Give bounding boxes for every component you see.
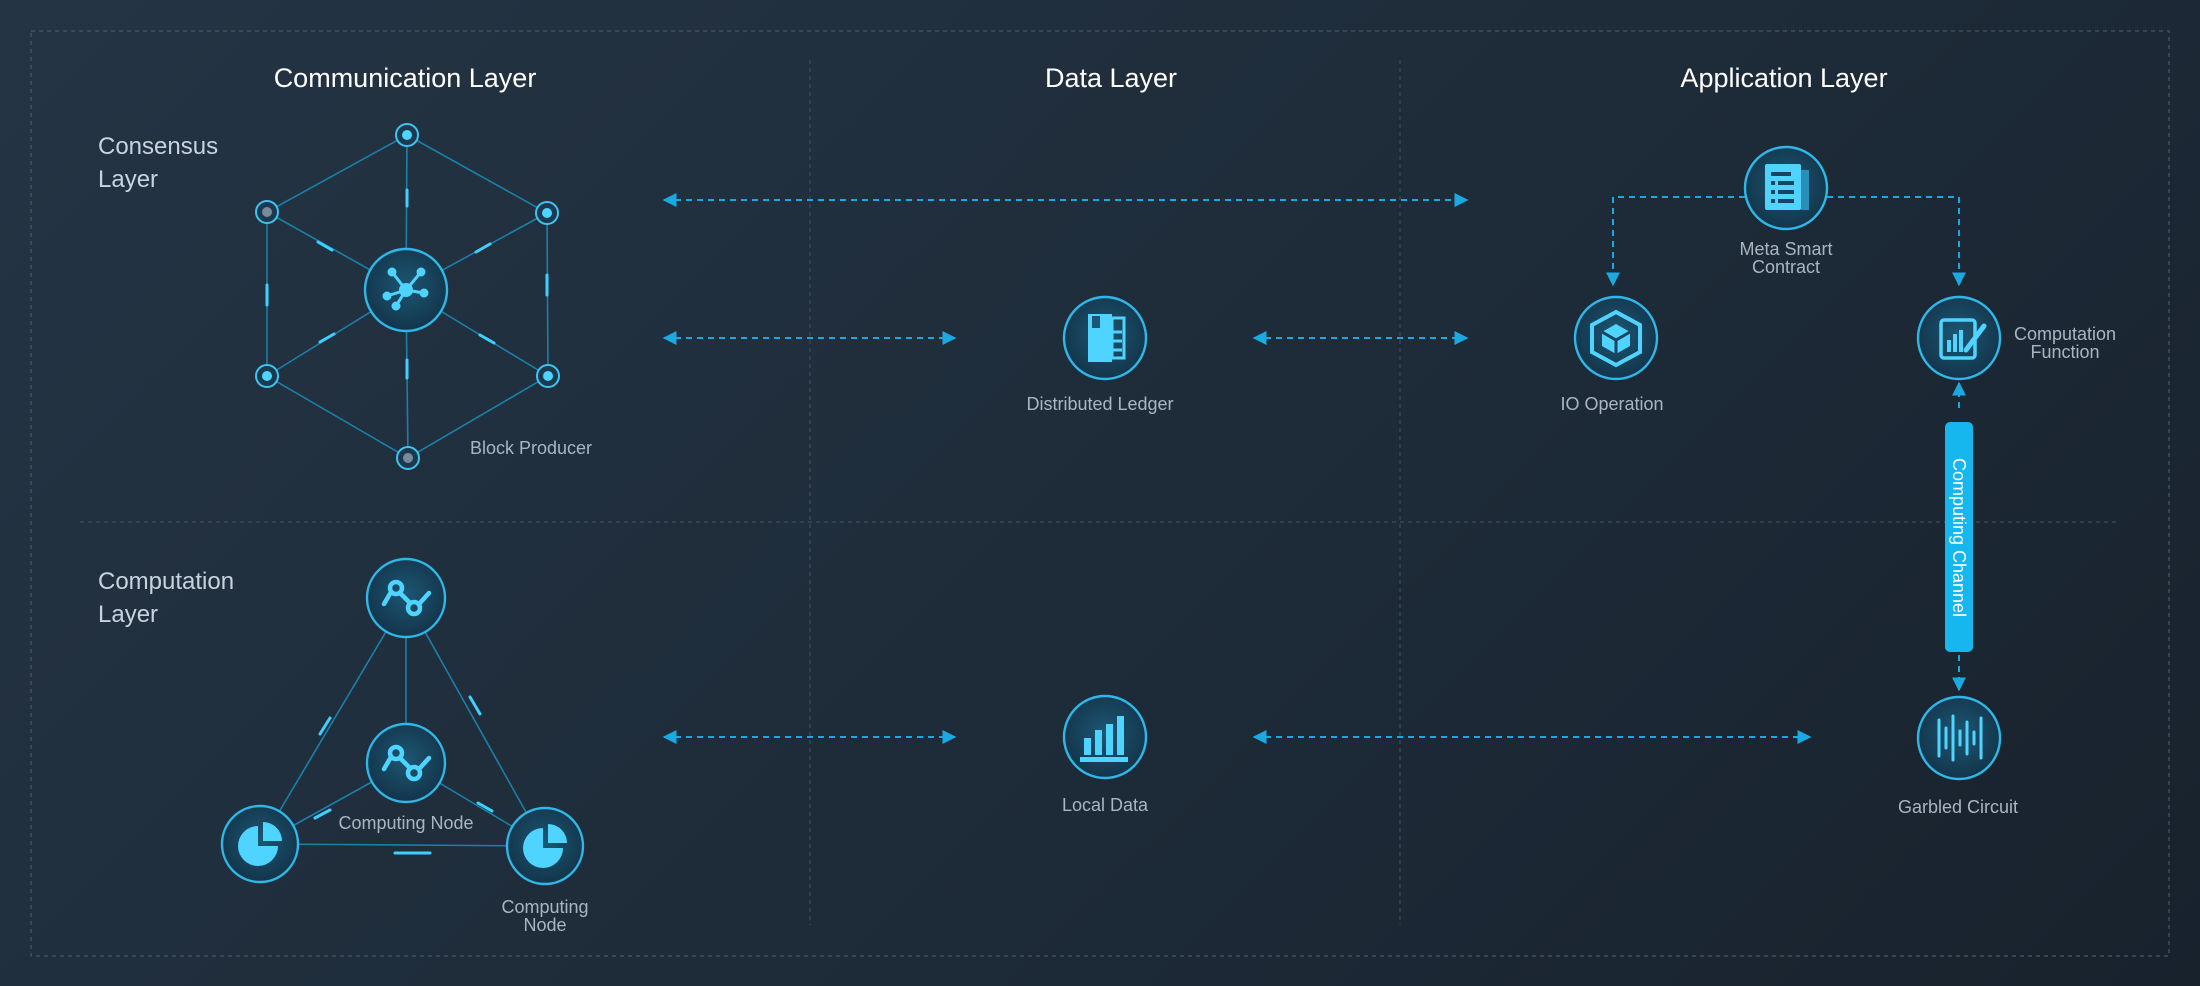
computing-channel-label: Computing Channel xyxy=(1949,457,1970,617)
pie-chart-icon xyxy=(220,804,300,884)
computing-node-icon xyxy=(365,722,447,804)
computing-channel-bar xyxy=(1945,422,1973,652)
meta-smart-contract-label: Meta Smart Contract xyxy=(1739,240,1832,276)
computing-node-label: Computing Node xyxy=(338,813,474,833)
consensus-peer-nodes xyxy=(255,123,560,470)
row-label-consensus: Consensus Layer xyxy=(98,133,219,193)
consensus-highlights xyxy=(265,188,549,380)
column-title-data: Data Layer xyxy=(1044,63,1178,93)
row-label-computation: Computation Layer xyxy=(98,568,235,628)
computing-node-icon xyxy=(365,557,447,639)
local-data-label: Local Data xyxy=(1061,795,1149,815)
computing-node-right-label-line2: Node xyxy=(523,915,567,935)
computation-highlights xyxy=(313,695,494,855)
io-operation-label: IO Operation xyxy=(1560,394,1664,414)
computation-function-label-line1: Computation xyxy=(2013,324,2117,344)
peer-node xyxy=(395,123,419,147)
computing-node-right-label: Computing Node xyxy=(501,898,588,934)
block-producer-label: Block Producer xyxy=(470,438,593,458)
cube-icon xyxy=(1573,295,1659,381)
waveform-icon xyxy=(1916,695,2002,781)
peer-node xyxy=(255,364,279,388)
ledger-book-icon xyxy=(1062,295,1148,381)
bar-chart-icon xyxy=(1062,694,1148,780)
column-title-application: Application Layer xyxy=(1680,63,1888,93)
outer-frame xyxy=(30,30,2170,957)
column-title-communication: Communication Layer xyxy=(273,63,537,93)
data-flow-arrows xyxy=(662,193,1966,744)
computation-function-label-line2: Function xyxy=(2030,342,2100,362)
garbled-circuit-label: Garbled Circuit xyxy=(1897,797,2019,817)
arrow-contract-to-function xyxy=(1827,196,1966,287)
computation-function-label: Computation Function xyxy=(2014,325,2116,361)
arrow-contract-to-io xyxy=(1606,196,1745,287)
block-producer-node xyxy=(396,446,420,470)
peer-node xyxy=(536,364,560,388)
chart-edit-icon xyxy=(1916,295,2002,381)
document-icon xyxy=(1743,145,1829,231)
meta-smart-contract-label-line1: Meta Smart xyxy=(1739,239,1833,259)
pie-chart-icon xyxy=(505,806,585,886)
computing-channel-label-wrap: Computing Channel xyxy=(1945,422,1973,652)
computing-node-right-label-line1: Computing xyxy=(501,897,589,917)
peer-node xyxy=(535,201,559,225)
network-hub-icon xyxy=(363,247,449,333)
distributed-ledger-label: Distributed Ledger xyxy=(1026,394,1174,414)
peer-node xyxy=(255,200,279,224)
meta-smart-contract-label-line2: Contract xyxy=(1751,257,1821,277)
